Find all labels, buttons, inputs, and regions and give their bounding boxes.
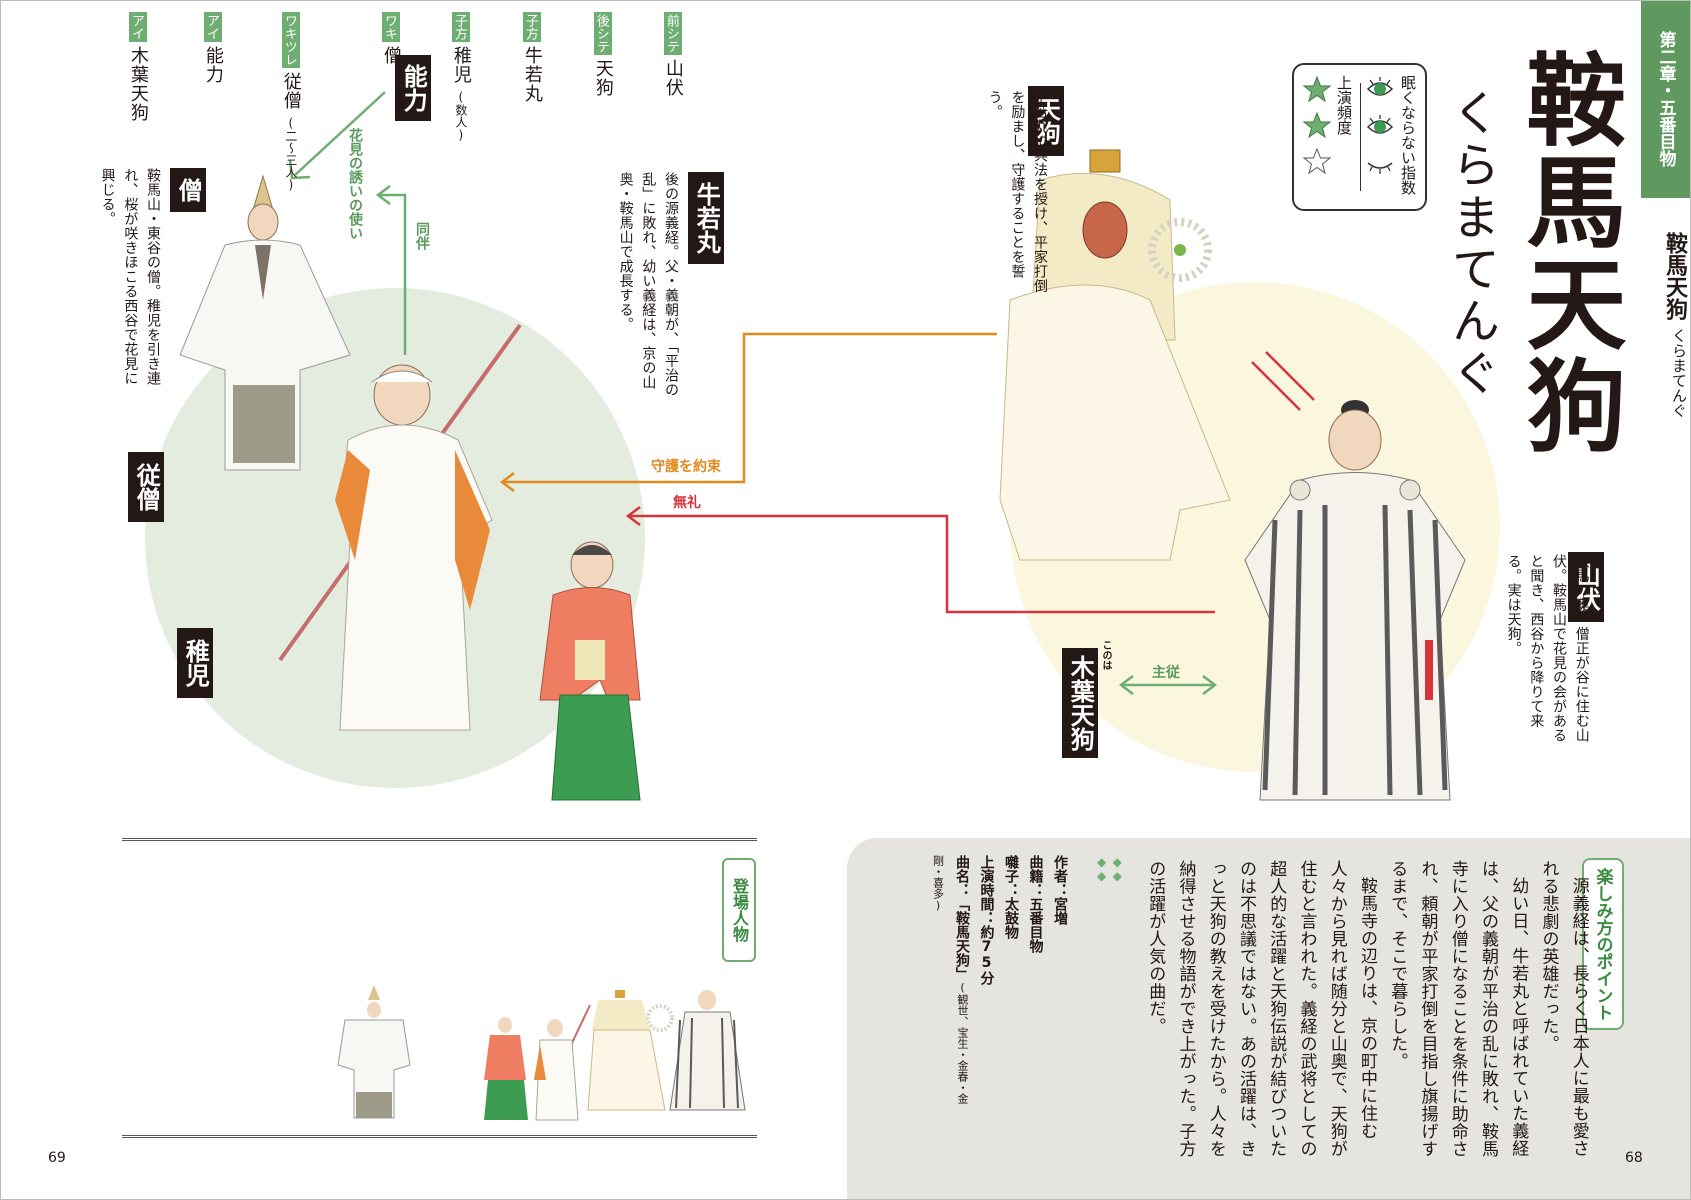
desc-ushiwakamaru: 後の源義経。父・義朝が、「平治の乱」に敗れ、幼い義経は、京の山奥・鞍馬山で成長す… <box>617 172 680 397</box>
ruby-konoha: このは <box>1100 640 1111 670</box>
cast-entry: 前シテ 山伏 <box>662 12 684 97</box>
play-info: 作者：宮増 曲籍：五番目物 囃子：太鼓物 上演時間：約75分 曲名：「鞍馬天狗」… <box>925 855 1072 1125</box>
cast-name: 能力 <box>202 46 224 84</box>
points-paragraph: 源義経は、長らく日本人に最も愛される悲劇の英雄だった。 <box>1538 860 1589 1157</box>
cast-name: 従僧 <box>280 72 302 110</box>
cast-name: 牛若丸 <box>521 46 543 103</box>
label-shugo: 守護を約束 <box>651 459 721 475</box>
arrow-shugo <box>503 332 997 484</box>
cast-name: 僧 <box>380 46 402 65</box>
cast-role: アイ <box>203 12 222 42</box>
cast-role: アイ <box>128 12 147 42</box>
cast-entry: ワキ 僧 <box>380 12 402 65</box>
arrow-burei <box>628 514 1215 614</box>
info-author: 作者：宮増 <box>1052 855 1068 925</box>
points-body: 源義経は、長らく日本人に最も愛される悲劇の英雄だった。 幼い日、牛若丸と呼ばれて… <box>1140 860 1594 1160</box>
sleepiness-label: 眠くならない指数 <box>1399 75 1417 195</box>
info-duration: 上演時間：約75分 <box>978 855 995 985</box>
side-title-reading: くらまてんぐ <box>1670 328 1688 418</box>
cast-entry: 子方 稚児 (数人) <box>450 12 472 142</box>
cast-role: ワキ <box>381 12 400 42</box>
cast-note: (二～三人) <box>283 116 298 192</box>
tag-so: 僧 <box>170 168 206 212</box>
desc-yamabushi: 鞍馬の奥・僧正が谷に住む山伏。鞍馬山で花見の会があると聞き、西谷から降りて来る。… <box>1505 554 1590 743</box>
cast-mini-figures <box>337 985 746 1121</box>
eye-closed-icon <box>1367 162 1393 174</box>
points-panel <box>847 838 1691 1200</box>
tag-juso: 従僧 <box>128 452 164 522</box>
side-title: 鞍馬天狗 くらまてんぐ <box>1642 232 1690 418</box>
chapter-label: 第二章・五番目物 <box>1655 31 1676 167</box>
info-hayashi: 囃子：太鼓物 <box>1003 855 1019 939</box>
desc-so: 鞍馬山・東谷の僧。稚児を引き連れ、桜が咲きほこる西谷で花見に興じる。 <box>99 168 162 386</box>
illustration-ushiwakamaru <box>278 323 522 731</box>
cast-note: (数人) <box>453 90 468 142</box>
cast-name: 山伏 <box>662 59 684 97</box>
desc-tengu: 牛若丸に兵法を授け、平家打倒を励まし、守護することを誓う。 <box>986 90 1049 293</box>
cast-role: 子方 <box>451 12 470 42</box>
diamond-icons: ◆◆◆◆ <box>1094 855 1125 883</box>
cast-name: 天狗 <box>592 59 614 97</box>
info-schools: (観世、宝生・金春・金剛・喜多) <box>931 855 970 1104</box>
cast-name: 稚児 <box>450 46 472 84</box>
arrow-hanami <box>294 91 386 176</box>
frequency-label: 上演頻度 <box>1335 75 1353 135</box>
tag-chigo: 稚児 <box>177 628 213 698</box>
star-filled-icon <box>1302 111 1332 139</box>
info-category: 曲籍：五番目物 <box>1027 855 1044 953</box>
tag-yamabushi: 山伏 <box>1568 552 1604 622</box>
side-title-text: 鞍馬天狗 <box>1662 232 1687 320</box>
label-shuju: 主従 <box>1152 665 1180 681</box>
cast-name: 木葉天狗 <box>127 46 149 122</box>
label-hanami: 花見の誘いの使い <box>347 128 363 240</box>
tag-tengu: 天狗 <box>1028 86 1064 156</box>
eye-open-icon <box>1366 115 1394 134</box>
cast-role: ワキツレ <box>281 12 300 68</box>
cast-panel <box>122 838 757 1138</box>
illustration-tengu <box>999 149 1231 561</box>
star-empty-icon <box>1302 147 1332 175</box>
tag-ushiwakamaru: 牛若丸 <box>688 172 724 264</box>
cast-role: 後シテ <box>593 12 612 55</box>
info-title: 曲名：「鞍馬天狗」 <box>954 855 970 981</box>
page-title: 鞍馬天狗 <box>1509 48 1627 456</box>
arrow-dohan <box>380 193 407 355</box>
illustration-so <box>179 174 351 471</box>
chapter-bar: 第二章・五番目物 <box>1641 0 1691 198</box>
page-title-reading: くらまてんぐ <box>1443 88 1499 400</box>
cast-entry: アイ 木葉天狗 <box>127 12 149 122</box>
frequency-stars <box>1302 75 1332 175</box>
cast-entry: 子方 牛若丸 <box>521 12 543 103</box>
star-filled-icon <box>1302 75 1332 103</box>
cast-entry: 後シテ 天狗 <box>592 12 614 97</box>
points-title: 楽しみ方のポイント <box>1582 858 1624 1030</box>
illustration-chigo <box>539 541 641 801</box>
cast-title: 登場人物 <box>722 858 756 962</box>
rating-box: 眠くならない指数 上演頻度 <box>1292 63 1427 211</box>
label-burei: 無礼 <box>673 495 701 511</box>
eye-open-icon <box>1366 77 1394 96</box>
cast-entry: アイ 能力 <box>202 12 224 84</box>
points-paragraph: 鞍馬寺の辺りは、京の町中に住む人々から見れば随分と山奥で、天狗が住むと言われた。… <box>1145 860 1377 1158</box>
sleepiness-icons <box>1366 77 1394 174</box>
illustration-yamabushi <box>1244 400 1466 801</box>
page-number-left: 69 <box>48 1150 66 1166</box>
cast-role: 子方 <box>522 12 541 42</box>
tag-konoha: 木葉天狗 <box>1062 648 1098 758</box>
page-number-right: 68 <box>1625 1150 1643 1166</box>
tag-noriki: 能力 <box>395 55 431 121</box>
label-dohan: 同伴 <box>414 222 430 250</box>
cast-role: 前シテ <box>663 12 682 55</box>
points-paragraph: 幼い日、牛若丸と呼ばれていた義経は、父の義朝が平治の乱に敗れ、鞍馬寺に入り僧にな… <box>1387 860 1529 1158</box>
cast-entry: ワキツレ 従僧 (二～三人) <box>280 12 302 192</box>
